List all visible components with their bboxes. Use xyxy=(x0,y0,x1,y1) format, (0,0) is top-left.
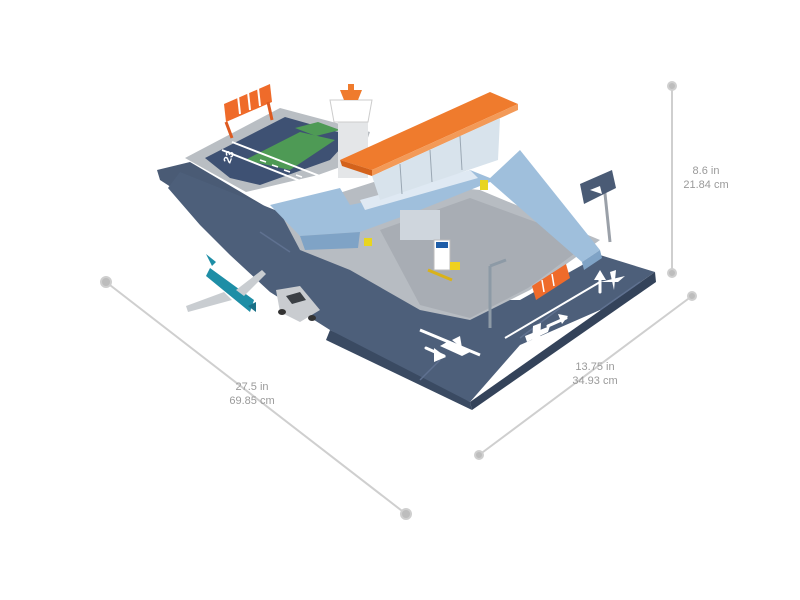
length-dimension-line xyxy=(105,281,407,515)
toy-car xyxy=(276,286,320,322)
depth-dimension-dot-start xyxy=(474,450,484,460)
toy-airplane xyxy=(186,254,266,312)
arrow-right-icon xyxy=(546,314,568,328)
runway-number: 23 xyxy=(222,149,237,165)
car-ramp xyxy=(488,150,600,262)
depth-centimeters: 34.93 cm xyxy=(572,375,618,387)
track-front-edge xyxy=(326,330,472,410)
track-stripe xyxy=(419,328,481,357)
dimension-lines xyxy=(100,81,697,520)
arrow-up-icon xyxy=(594,270,606,294)
orange-barrier-right xyxy=(532,264,570,300)
plane-marking-icon xyxy=(600,270,625,290)
depth-dimension-line xyxy=(478,295,693,456)
plane-marking-icon xyxy=(525,323,550,343)
runway-grass xyxy=(245,132,335,170)
length-dimension-dot-start xyxy=(100,276,112,288)
arrow-right-icon xyxy=(424,346,446,362)
depth-inches: 13.75 in xyxy=(575,361,615,373)
parking-booth xyxy=(433,239,451,271)
length-dimension-label: 27.5 in 69.85 cm xyxy=(222,380,282,408)
length-inches: 27.5 in xyxy=(235,381,269,393)
length-centimeters: 69.85 cm xyxy=(229,395,275,407)
height-dimension-label: 8.6 in 21.84 cm xyxy=(676,164,736,192)
depth-dimension-dot-end xyxy=(687,291,697,301)
terminal-building xyxy=(270,84,616,328)
height-centimeters: 21.84 cm xyxy=(683,179,729,191)
orange-barrier-left xyxy=(224,84,274,139)
height-dimension-dot-bottom xyxy=(667,268,677,278)
height-inches: 8.6 in xyxy=(692,165,720,177)
plane-marking-icon xyxy=(440,336,470,356)
length-dimension-dot-end xyxy=(400,508,412,520)
direction-sign xyxy=(580,170,616,243)
height-dimension-dot-top xyxy=(667,81,677,91)
terminal-roof xyxy=(340,92,518,170)
runway-platform: 23 xyxy=(185,84,370,192)
track-right-edge xyxy=(470,272,656,410)
depth-dimension-label: 13.75 in 34.93 cm xyxy=(560,360,630,388)
